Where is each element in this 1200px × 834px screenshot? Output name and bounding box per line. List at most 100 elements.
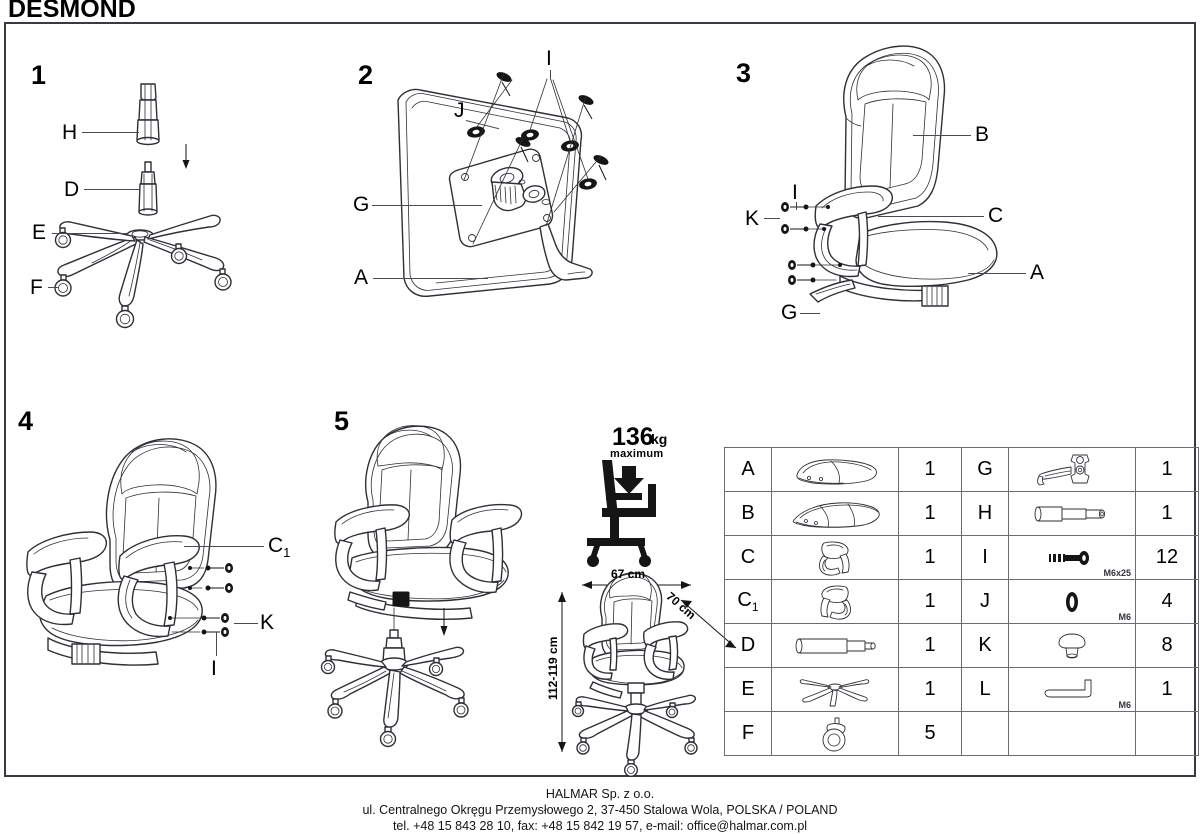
lever-drawing: [809, 279, 856, 303]
star-base-icon: [772, 668, 898, 711]
armrest-right-drawing-4: [117, 534, 200, 638]
part-spec-note: M6: [1118, 700, 1131, 710]
step-3-label-k: K: [745, 207, 760, 230]
bolts-caps-drawing-4: [168, 563, 233, 637]
part-letter: C: [737, 589, 752, 611]
table-row: F 5: [724, 711, 1199, 756]
gas-cylinder-glyph: [795, 638, 876, 653]
part-qty: 1: [1161, 458, 1173, 480]
bolts-washers-drawing: [463, 72, 609, 245]
armrest-right-drawing-5: [449, 503, 523, 594]
gas-lift-cover-icon: [1009, 492, 1135, 535]
leader-line-c4: [184, 546, 264, 547]
part-letter: E: [741, 678, 755, 700]
parts-list-table: A 1 G: [724, 447, 1199, 756]
part-image-cell: [1008, 447, 1136, 492]
seat-cushion-icon: [772, 448, 898, 491]
allen-key-icon: [1009, 668, 1135, 711]
step-3: 3: [700, 22, 1100, 323]
gas-lift-cover-glyph: [1034, 506, 1106, 521]
leader-line-g3: [800, 313, 820, 314]
step-1-illustration: [54, 83, 232, 329]
part-letter: L: [979, 678, 991, 700]
dimension-height-label: 112-119 cm: [546, 636, 560, 700]
step-4-label-c-sub: 1: [283, 545, 291, 561]
page-title: DESMOND: [8, 0, 136, 23]
part-letter-cell: I: [961, 535, 1009, 580]
table-row: C1 1 J: [724, 579, 1199, 624]
table-row: A 1 G: [724, 447, 1199, 492]
step-2-label-a: A: [354, 266, 369, 289]
part-letter-cell: F: [724, 711, 772, 756]
part-qty-cell: 5: [898, 711, 962, 756]
cap-cover-icon: [1009, 624, 1135, 667]
part-image-cell: [771, 447, 899, 492]
part-letter: H: [977, 502, 993, 524]
part-qty: 1: [924, 590, 936, 612]
part-qty-cell: 1: [1135, 491, 1199, 536]
part-qty: 1: [924, 634, 936, 656]
part-qty-cell: 1: [898, 623, 962, 668]
max-weight-unit: kg: [651, 431, 668, 447]
part-qty: 1: [1161, 502, 1173, 524]
leader-line-h: [82, 132, 139, 133]
part-letter: K: [978, 634, 992, 656]
step-3-label-i: I: [792, 181, 798, 204]
washer-icon: [1009, 580, 1135, 623]
part-qty: 1: [924, 546, 936, 568]
chair-pictogram-icon: [587, 460, 656, 567]
part-letter: J: [980, 590, 990, 612]
step-1-label-e: E: [32, 221, 47, 244]
bolt-icon: [1009, 536, 1135, 579]
part-image-cell: M6: [1008, 579, 1136, 624]
leader-line-k4: [234, 623, 258, 624]
footer: HALMAR Sp. z o.o. ul. Centralnego Okręgu…: [0, 786, 1200, 834]
footer-contact: tel. +48 15 843 28 10, fax: +48 15 842 1…: [392, 819, 808, 833]
part-letter-cell: H: [961, 491, 1009, 536]
step-3-label-a: A: [1030, 261, 1045, 284]
specs-illustration: [558, 460, 737, 778]
assembly-arrow-icon-5: [440, 608, 448, 636]
caster-wheels-drawing-5: [320, 655, 469, 748]
part-letter: I: [982, 546, 988, 568]
footer-address: ul. Centralnego Okręgu Przemysłowego 2, …: [362, 803, 838, 817]
step-2-number: 2: [358, 60, 374, 90]
step-3-label-b: B: [975, 123, 990, 146]
leader-line-g: [372, 205, 482, 206]
part-letter-sub: 1: [751, 600, 759, 614]
armrest-left-icon: [772, 536, 898, 579]
cylinder-stub-drawing: [921, 285, 949, 307]
step-4-number: 4: [18, 406, 34, 436]
step-1-label-d: D: [64, 178, 80, 201]
step-3-illustration: [781, 45, 998, 307]
part-qty-cell: 1: [898, 447, 962, 492]
part-qty-cell: 1: [898, 667, 962, 712]
leader-line-a3: [968, 273, 1026, 274]
part-image-cell: M6: [1008, 667, 1136, 712]
part-letter-cell: D: [724, 623, 772, 668]
part-image-cell: [1008, 623, 1136, 668]
leader-line-i4: [216, 632, 217, 656]
assembly-arrow-icon: [182, 144, 190, 169]
part-image-cell: [771, 491, 899, 536]
part-qty: 1: [924, 458, 936, 480]
part-qty-cell: 1: [898, 535, 962, 580]
height-dimension-arrow: [558, 592, 566, 752]
part-image-cell: [771, 535, 899, 580]
step-2: 2: [340, 22, 670, 322]
leader-line-i3: [796, 202, 797, 210]
cap-cover-glyph: [1058, 633, 1086, 658]
part-qty-cell: 4: [1135, 579, 1199, 624]
step-4-label-c-letter: C: [268, 534, 284, 557]
cylinder-stub-drawing-4: [71, 643, 101, 665]
part-image-cell: [771, 623, 899, 668]
armrest-left-drawing-4: [26, 531, 108, 626]
tilt-mechanism-icon: [1009, 448, 1135, 491]
table-row: D 1 K: [724, 623, 1199, 668]
part-qty: 1: [924, 678, 936, 700]
step-1-label-f: F: [30, 276, 43, 299]
step-3-label-c: C: [988, 204, 1004, 227]
part-letter-cell: L: [961, 667, 1009, 712]
caster-wheel-glyph: [822, 717, 846, 751]
step-2-label-i: I: [546, 47, 552, 70]
